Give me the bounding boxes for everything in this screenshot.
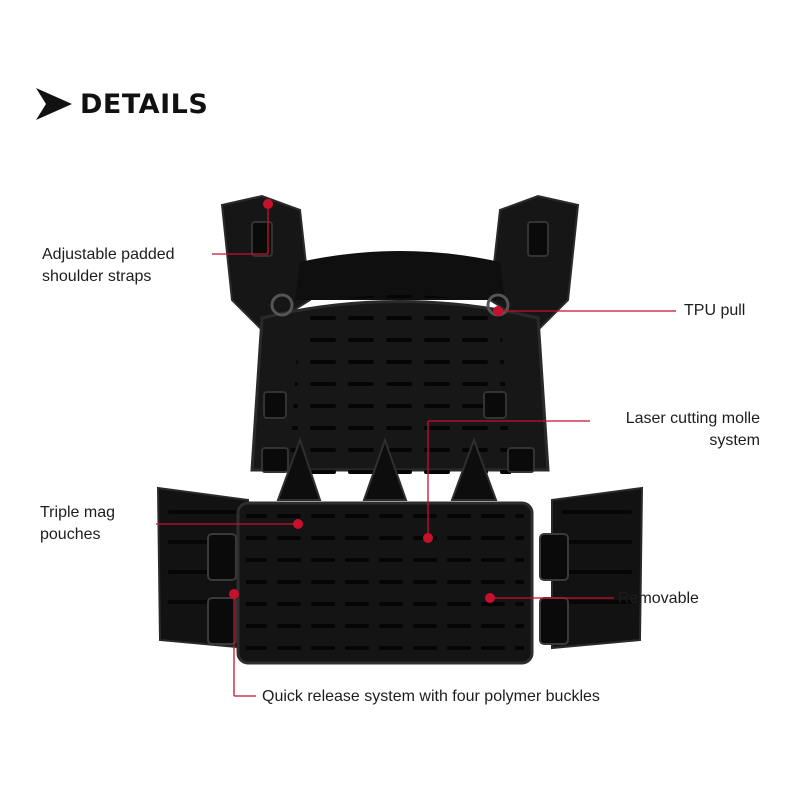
right-cummerbund: [551, 486, 644, 650]
callout-removable: Removable: [618, 590, 699, 607]
callout-triple-line-1: Triple mag: [40, 504, 115, 521]
callout-shoulder-straps: Adjustable padded shoulder straps: [42, 244, 175, 288]
callout-shoulder-line-2: shoulder straps: [42, 268, 152, 285]
callout-molle-line-1: Laser cutting molle: [625, 410, 760, 427]
callout-triple-line-2: pouches: [40, 526, 101, 543]
section-title: DETAILS: [80, 88, 209, 120]
callout-molle-line-2: system: [709, 432, 760, 449]
callout-tpu-pull: TPU pull: [684, 302, 746, 319]
callout-shoulder-line-1: Adjustable padded: [42, 246, 175, 263]
callout-triple-mag: Triple mag pouches: [40, 502, 115, 546]
callout-molle-system: Laser cutting molle system: [596, 408, 760, 452]
back-panel: [295, 251, 505, 300]
section-header: DETAILS: [34, 86, 208, 122]
callout-quick-release: Quick release system with four polymer b…: [262, 688, 600, 705]
arrow-right-icon: [36, 88, 72, 120]
